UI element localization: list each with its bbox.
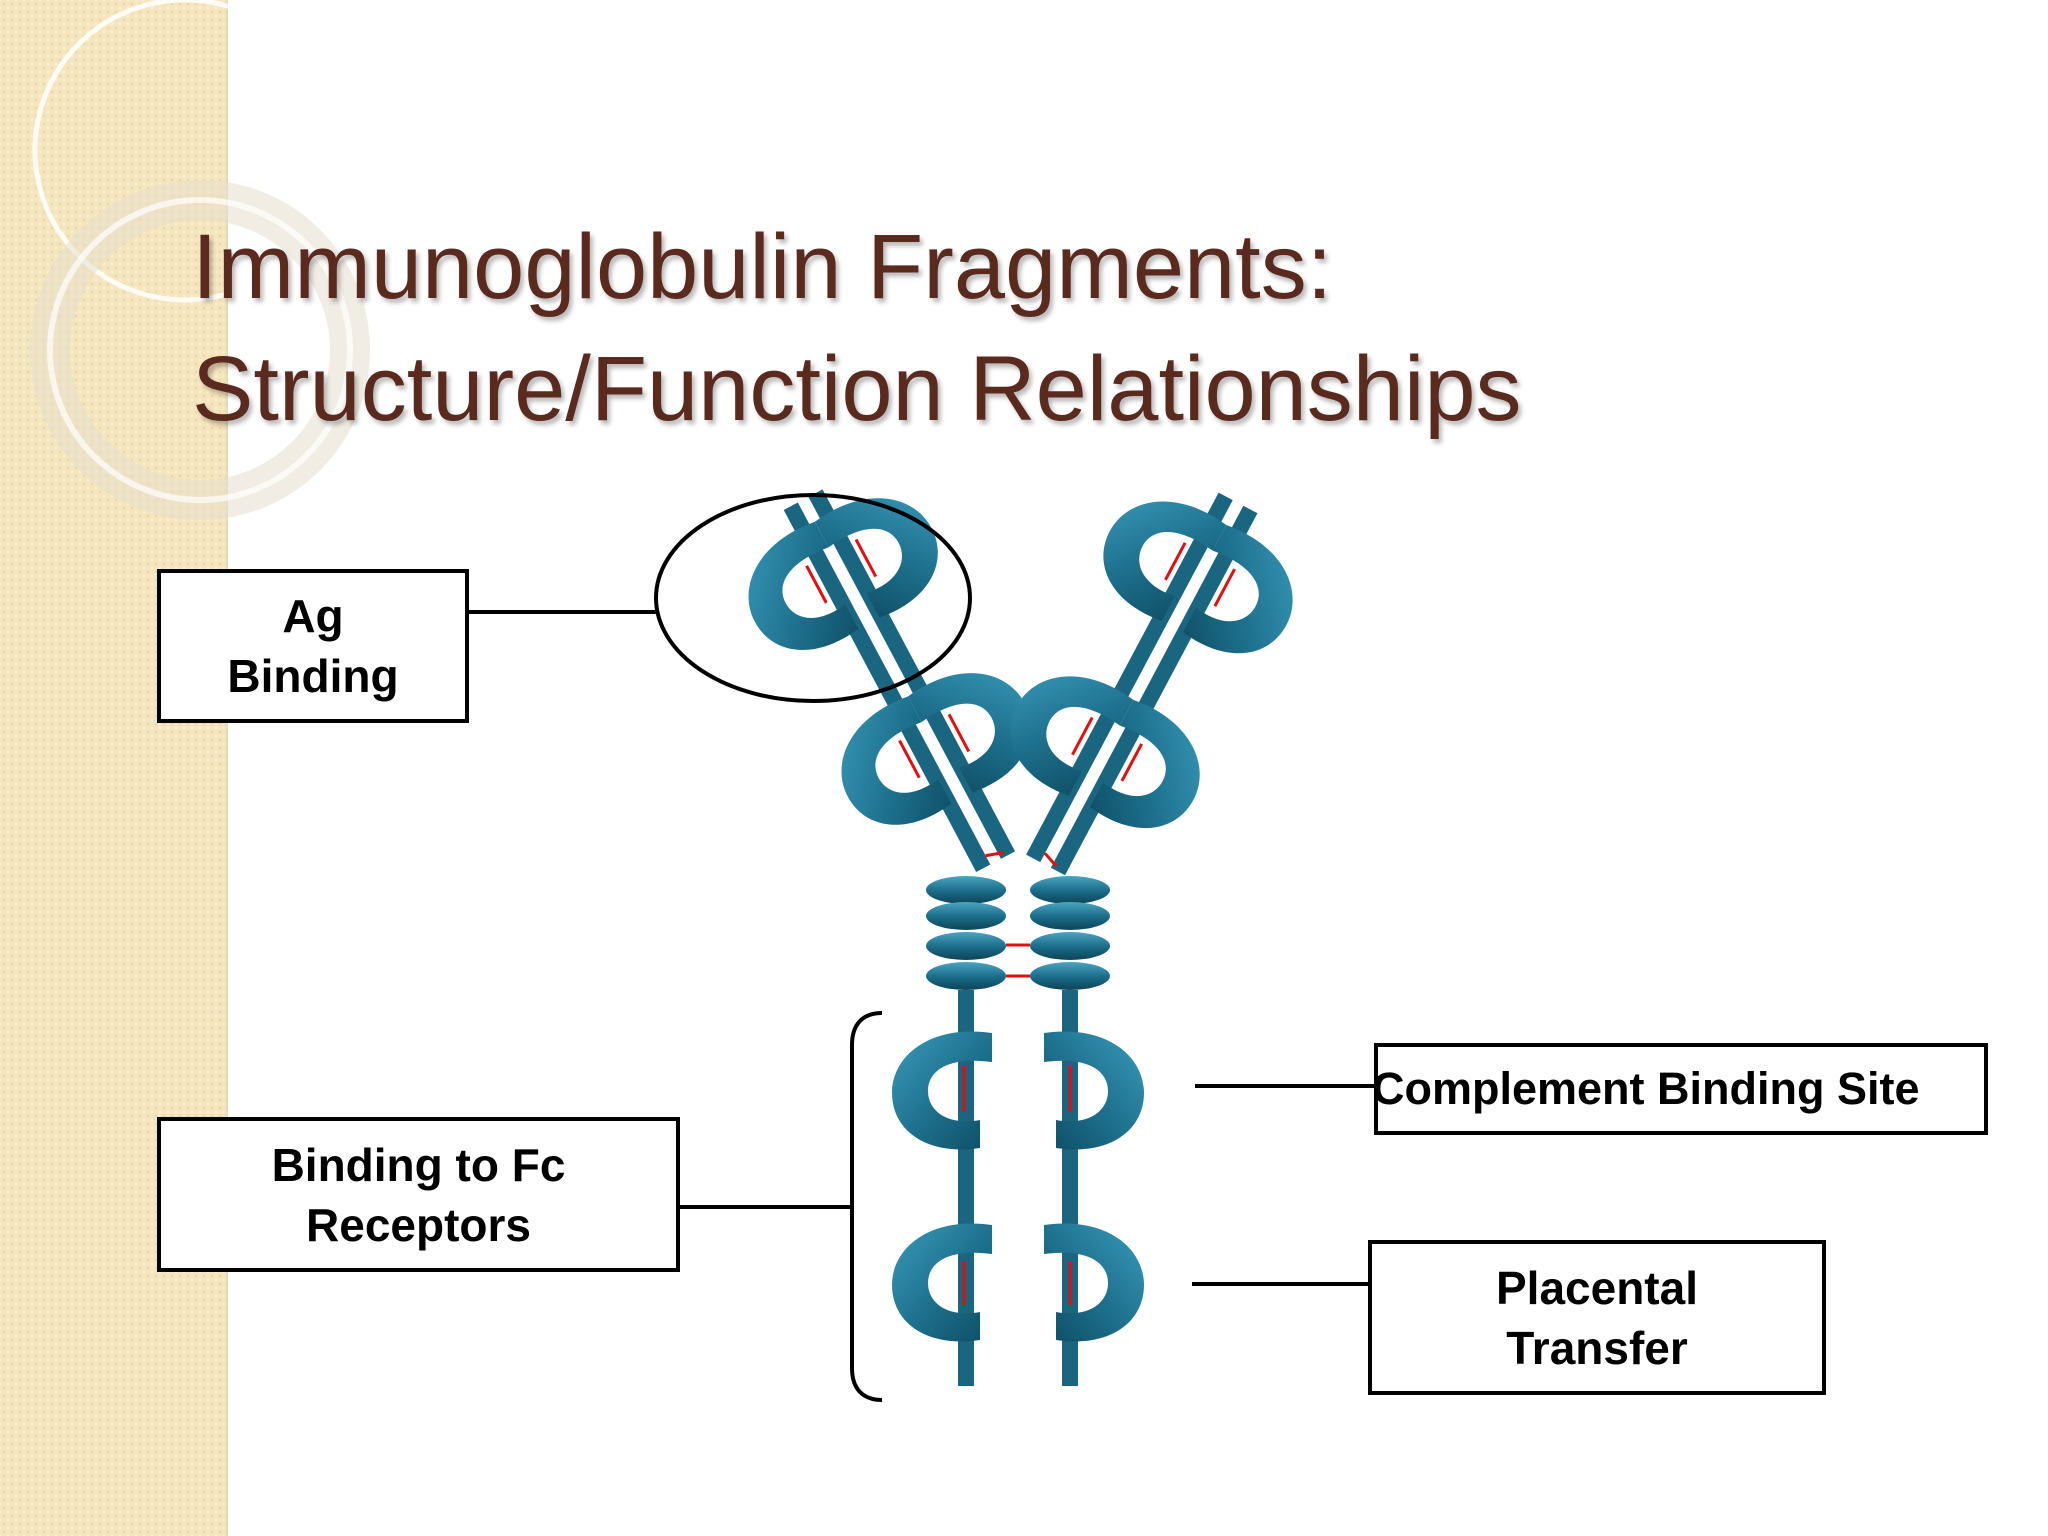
ch3-right-domain: [1044, 1223, 1144, 1342]
ag-binding-label-box: Ag Binding: [157, 569, 469, 723]
disulfide-bond: [1120, 743, 1143, 782]
fc-receptors-label-line-2: Receptors: [306, 1198, 531, 1251]
ch3-left-domain: [892, 1223, 992, 1342]
disulfide-bond: [854, 538, 878, 578]
disulfide-bond: [898, 739, 921, 779]
hinge-disc: [926, 932, 1006, 960]
slide-title: Immunoglobulin Fragments: Structure/Func…: [192, 206, 1892, 450]
disulfide-bond: [1213, 568, 1236, 607]
ch2-left-domain: [892, 1031, 992, 1150]
fc-receptors-label-line-1: Binding to Fc: [271, 1138, 566, 1191]
fc-receptors-label-box: Binding to Fc Receptors: [157, 1117, 680, 1272]
hinge-disc: [1030, 876, 1110, 904]
fc-left-chain-bar: [958, 990, 974, 1386]
ch2-right-domain: [1044, 1031, 1144, 1150]
hinge-disc: [1030, 962, 1110, 990]
hinge-disc: [926, 962, 1006, 990]
disulfide-bond: [1164, 542, 1187, 581]
fc-bracket: [850, 1011, 883, 1402]
disulfide-bond: [805, 565, 828, 604]
inter-chain-disulfide: [1043, 852, 1058, 868]
placental-label-box: Placental Transfer: [1368, 1240, 1826, 1395]
title-line-1: Immunoglobulin Fragments:: [192, 216, 1333, 318]
complement-label-box: Complement Binding Site: [1374, 1043, 1988, 1135]
fc-region: [892, 990, 1144, 1386]
ag-binding-label-line-1: Ag: [282, 590, 344, 642]
right-fab-arm: [990, 476, 1316, 876]
hinge-disc: [926, 876, 1006, 904]
hinge-disc: [1030, 902, 1110, 930]
title-line-2: Structure/Function Relationships: [192, 338, 1522, 440]
disulfide-bond: [947, 713, 971, 753]
right-heavy-chain-bar: [1050, 505, 1258, 876]
inter-chain-disulfide: [985, 851, 1005, 858]
hinge-disc: [1030, 932, 1110, 960]
complement-label-line-1: Complement Binding Site: [1374, 1063, 1920, 1114]
left-fab-arm: [725, 473, 1051, 872]
fc-right-chain-bar: [1062, 990, 1078, 1386]
hinge-region: [926, 876, 1110, 990]
disulfide-bond: [1071, 716, 1094, 756]
antigen-binding-highlight-ellipse: [654, 493, 972, 703]
ag-binding-label-line-2: Binding: [227, 650, 399, 702]
placental-label-line-2: Transfer: [1506, 1321, 1688, 1374]
hinge-disc: [926, 902, 1006, 930]
placental-label-line-1: Placental: [1496, 1261, 1698, 1314]
